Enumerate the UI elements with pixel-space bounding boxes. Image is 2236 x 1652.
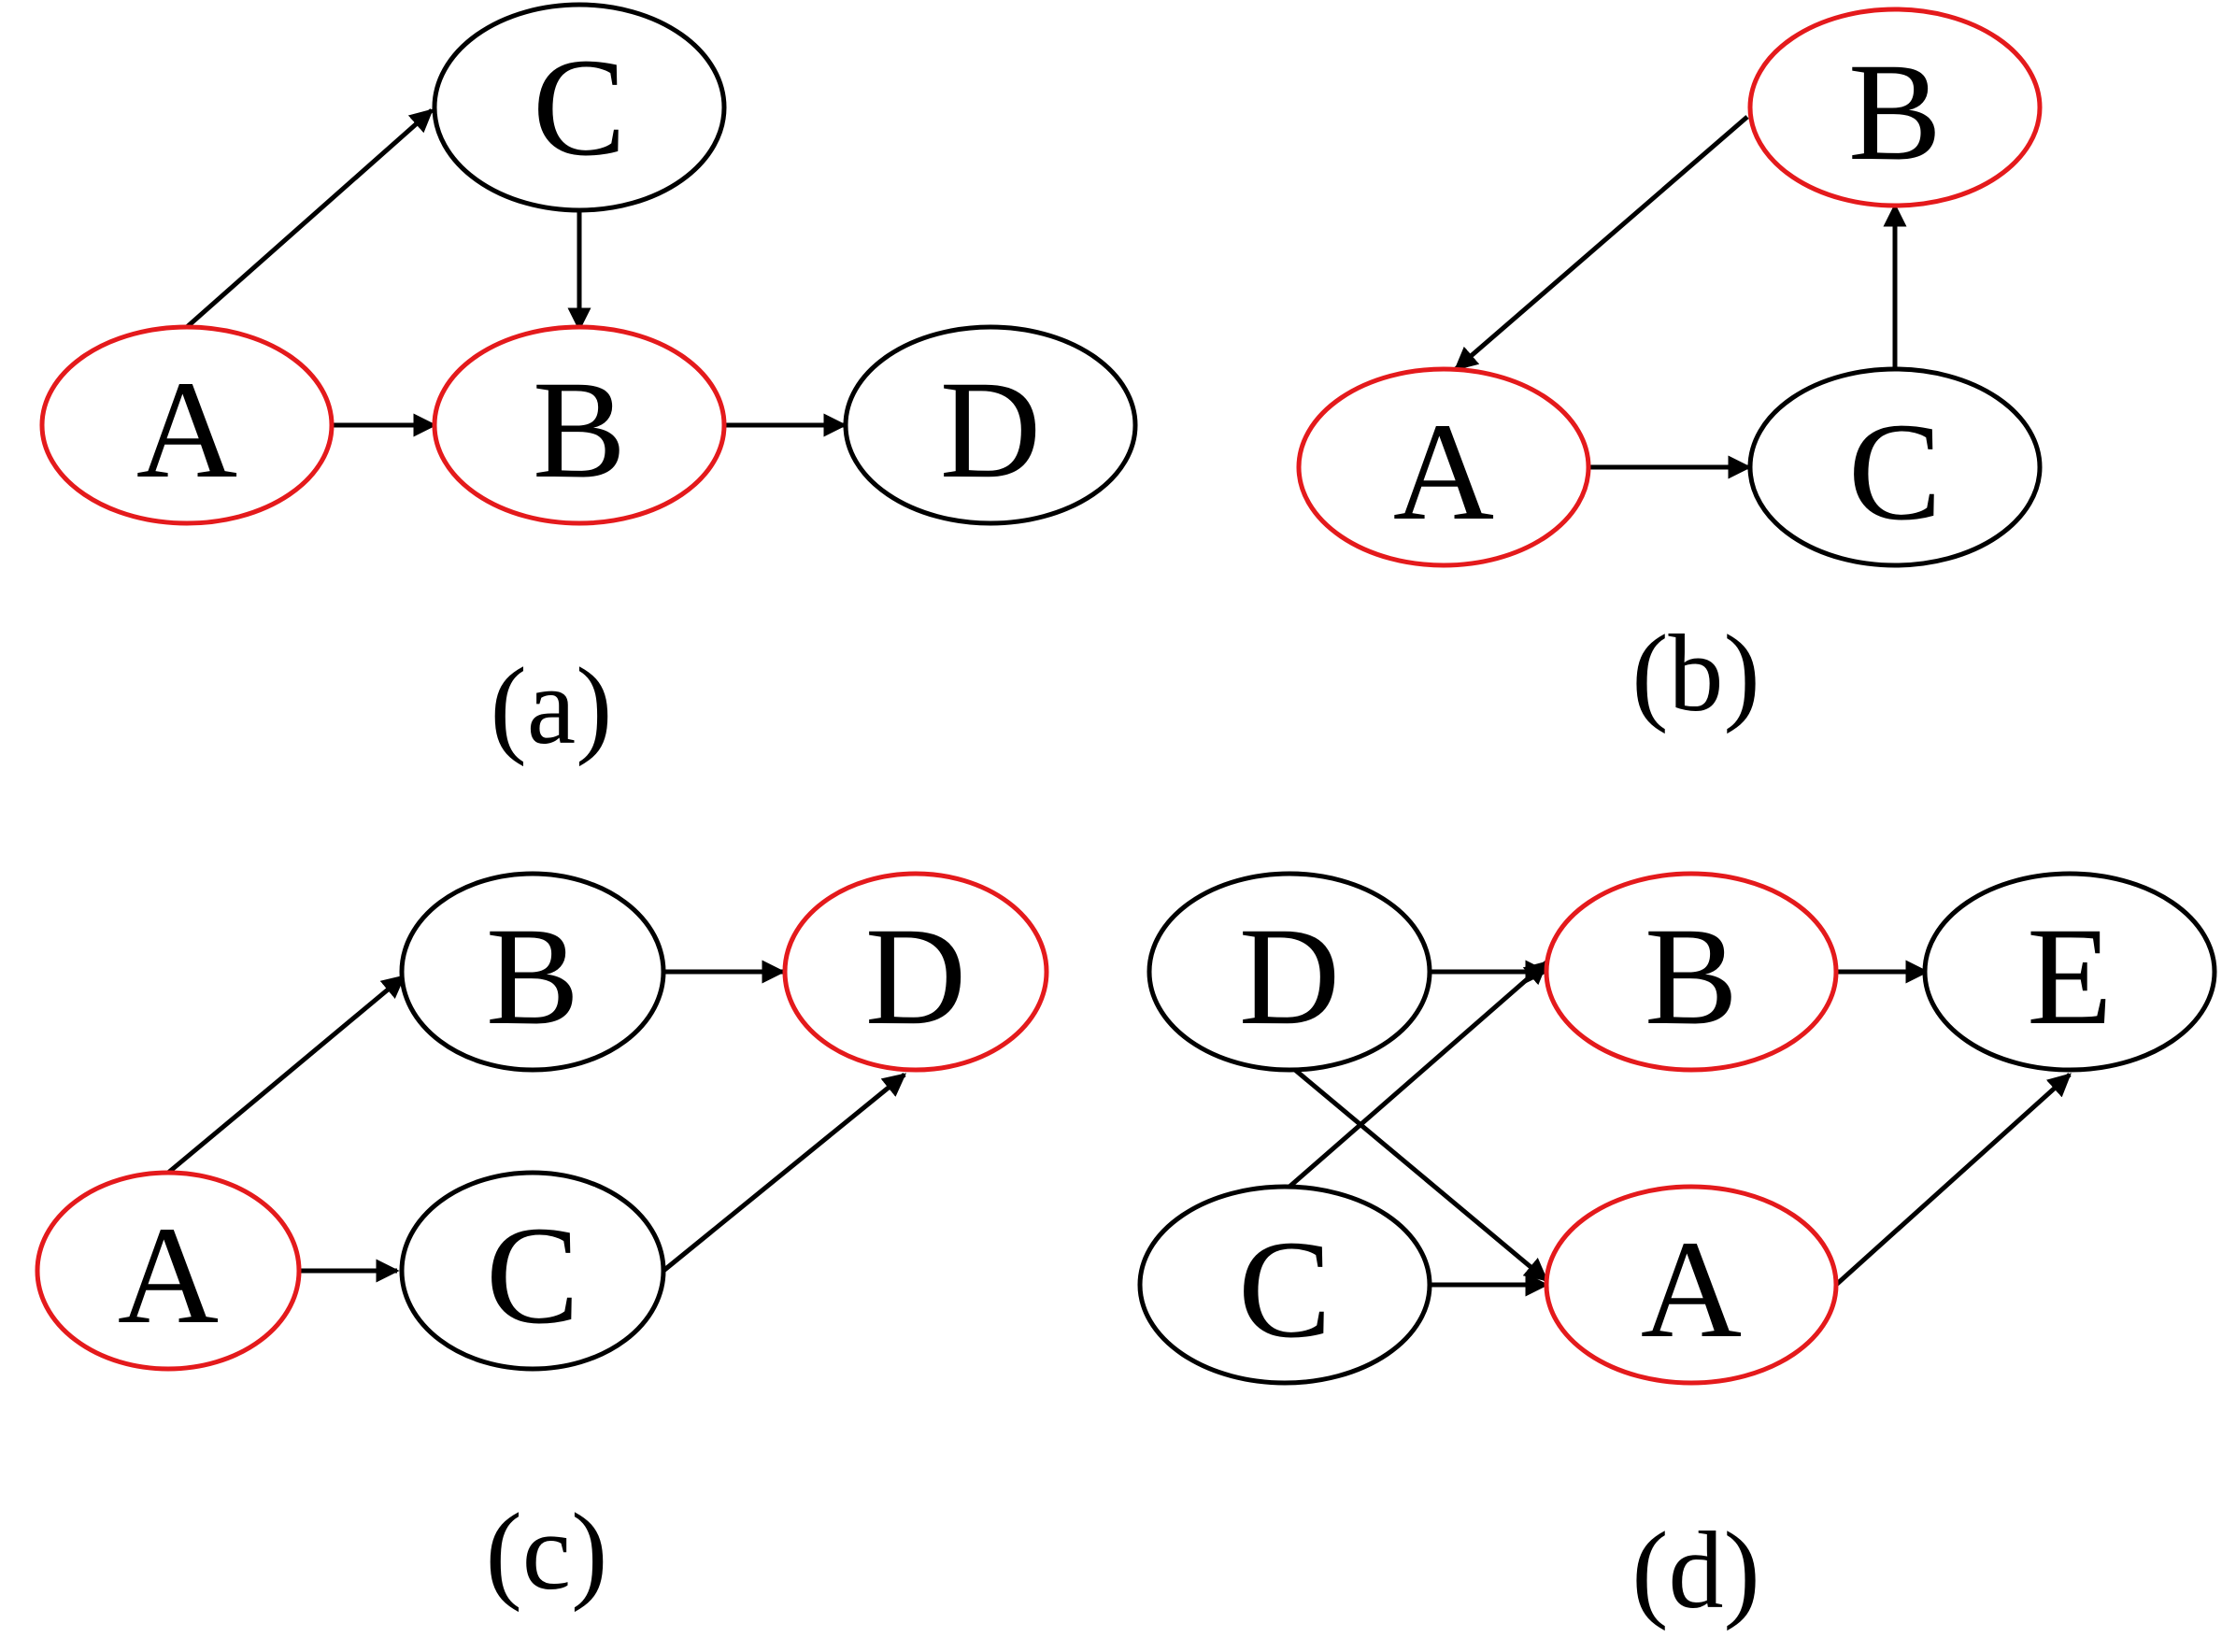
panel-c: B D A C (c) bbox=[35, 871, 1049, 1613]
caption-b: (b) bbox=[1631, 612, 1760, 734]
node-c-B: B bbox=[399, 871, 666, 1073]
edge-d-C-B bbox=[1288, 961, 1548, 1189]
node-b-B-ellipse bbox=[1747, 7, 2043, 208]
node-a-B-label: B bbox=[533, 352, 626, 507]
node-c-D-label: D bbox=[865, 899, 966, 1054]
node-c-D: D bbox=[782, 871, 1049, 1073]
node-d-B-ellipse bbox=[1544, 871, 1839, 1073]
node-a-A: A bbox=[39, 324, 335, 526]
edge-c-C-D bbox=[662, 1073, 906, 1273]
node-d-E: E bbox=[1922, 871, 2217, 1073]
edge-c-A-B bbox=[166, 975, 406, 1175]
edges-b bbox=[1454, 115, 1907, 479]
node-a-C-label: C bbox=[533, 30, 626, 185]
node-d-A: A bbox=[1544, 1184, 1839, 1386]
node-b-A-label: A bbox=[1393, 394, 1494, 549]
node-c-C: C bbox=[399, 1170, 666, 1372]
edges-d bbox=[1288, 960, 2072, 1297]
node-a-B-ellipse bbox=[432, 324, 727, 526]
node-c-B-ellipse bbox=[399, 871, 666, 1073]
panel-b: B A C (b) bbox=[1296, 7, 2043, 734]
edge-b-B-A bbox=[1454, 115, 1749, 371]
node-b-B-label: B bbox=[1848, 35, 1942, 190]
node-d-C: C bbox=[1137, 1184, 1432, 1386]
node-a-C: C bbox=[432, 2, 727, 213]
node-d-B-label: B bbox=[1645, 899, 1738, 1054]
node-a-D-label: D bbox=[940, 352, 1041, 507]
panel-a: C A B D (a) bbox=[39, 2, 1138, 767]
node-a-C-ellipse bbox=[432, 2, 727, 213]
node-d-E-label: E bbox=[2027, 899, 2113, 1054]
node-d-D-label: D bbox=[1239, 899, 1340, 1054]
edge-d-A-E bbox=[1834, 1073, 2072, 1287]
node-d-A-ellipse bbox=[1544, 1184, 1839, 1386]
node-c-D-ellipse bbox=[782, 871, 1049, 1073]
node-c-C-label: C bbox=[486, 1198, 579, 1353]
edge-d-D-A bbox=[1288, 1063, 1548, 1282]
caption-d: (d) bbox=[1631, 1509, 1760, 1631]
node-d-D-ellipse bbox=[1146, 871, 1432, 1073]
node-b-A-ellipse bbox=[1296, 366, 1591, 568]
node-d-C-label: C bbox=[1238, 1212, 1332, 1367]
node-d-C-ellipse bbox=[1137, 1184, 1432, 1386]
node-d-E-ellipse bbox=[1922, 871, 2217, 1073]
caption-c: (c) bbox=[486, 1490, 608, 1613]
node-a-D-ellipse bbox=[843, 324, 1138, 526]
node-c-A-label: A bbox=[118, 1198, 219, 1353]
node-b-C: C bbox=[1747, 366, 2043, 568]
node-d-B: B bbox=[1544, 871, 1839, 1073]
node-a-A-label: A bbox=[136, 352, 237, 507]
node-b-A: A bbox=[1296, 366, 1591, 568]
node-d-A-label: A bbox=[1641, 1212, 1742, 1367]
node-c-A-ellipse bbox=[35, 1170, 302, 1372]
caption-a: (a) bbox=[491, 645, 613, 767]
node-d-D: D bbox=[1146, 871, 1432, 1073]
node-c-C-ellipse bbox=[399, 1170, 666, 1372]
node-b-C-ellipse bbox=[1747, 366, 2043, 568]
node-b-C-label: C bbox=[1848, 394, 1942, 549]
edges-c bbox=[166, 960, 906, 1283]
panel-d: D B E C A (d) bbox=[1137, 871, 2217, 1631]
edges-a bbox=[185, 108, 847, 437]
node-a-D: D bbox=[843, 324, 1138, 526]
edge-a-A-C bbox=[185, 108, 434, 329]
node-c-A: A bbox=[35, 1170, 302, 1372]
node-c-B-label: B bbox=[486, 899, 579, 1054]
node-a-A-ellipse bbox=[39, 324, 335, 526]
node-b-B: B bbox=[1747, 7, 2043, 208]
node-a-B: B bbox=[432, 324, 727, 526]
